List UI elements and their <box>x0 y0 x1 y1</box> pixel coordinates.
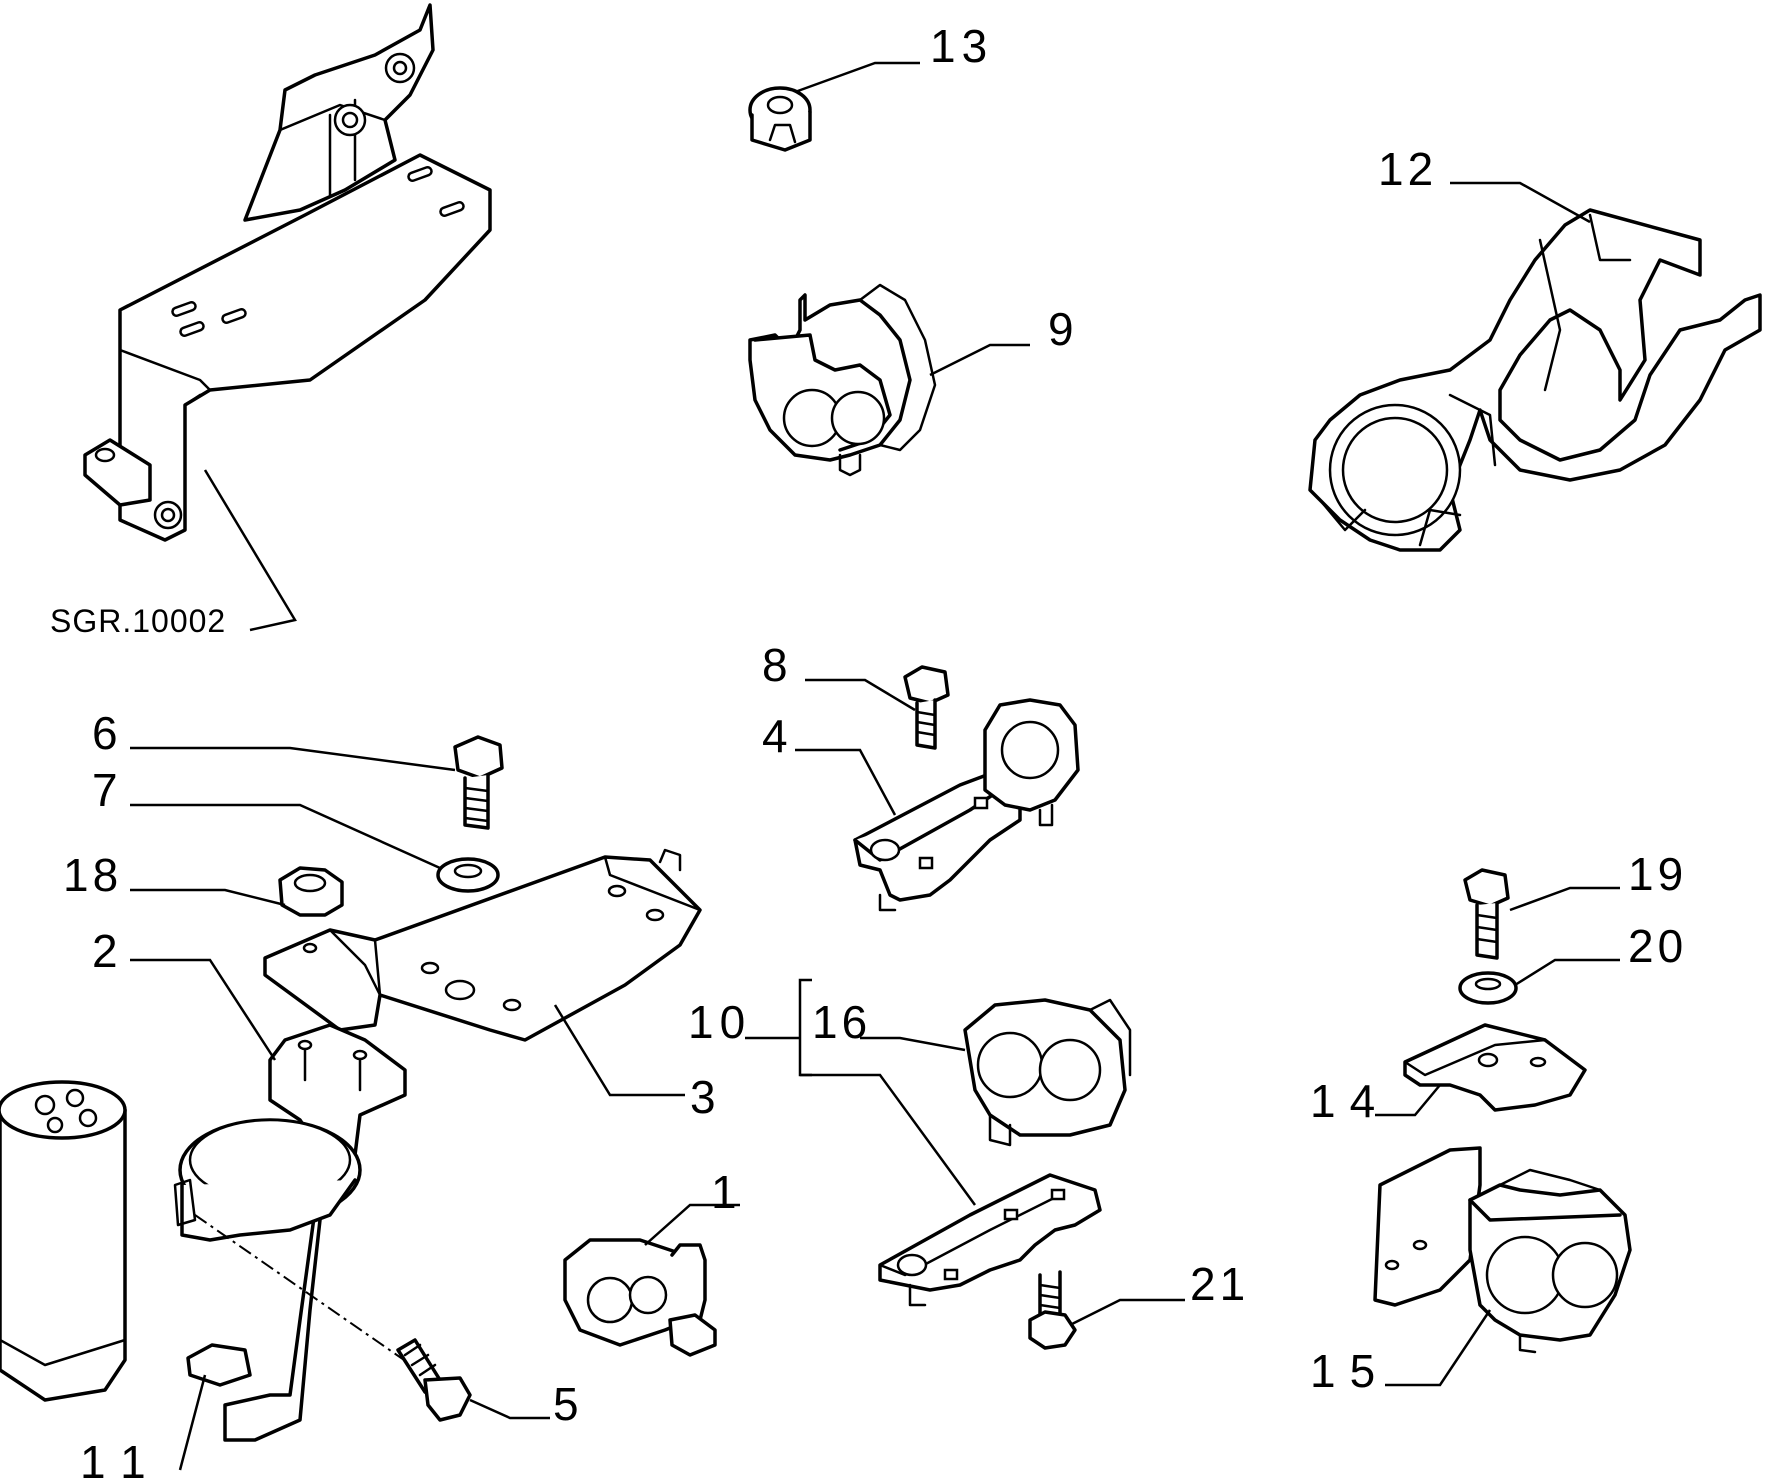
callout-15: 15 <box>1310 1345 1389 1397</box>
part-11-filter <box>0 1080 252 1471</box>
callout-4: 4 <box>762 710 788 762</box>
callout-16: 16 <box>812 996 871 1048</box>
part-1-clip <box>563 1203 740 1357</box>
callout-9: 9 <box>1048 303 1074 355</box>
leader-7 <box>130 803 441 870</box>
part-18-nut <box>278 866 344 917</box>
part-9-double-clip <box>748 283 1030 477</box>
part-12-large-clip <box>1308 181 1762 552</box>
reference-code: SGR.10002 <box>50 603 226 639</box>
part-16-double-clip <box>860 998 1132 1147</box>
part-21-bolt <box>1028 1270 1185 1350</box>
callout-21: 21 <box>1190 1258 1249 1310</box>
callout-14: 14 <box>1310 1075 1389 1127</box>
callout-19: 19 <box>1628 848 1687 900</box>
callout-11: 11 <box>80 1436 164 1480</box>
callout-2: 2 <box>92 925 118 977</box>
callout-5: 5 <box>553 1378 579 1430</box>
leader-6 <box>130 746 456 772</box>
callout-13: 13 <box>930 20 993 72</box>
part-13-grommet <box>748 61 920 152</box>
callout-6: 6 <box>92 707 118 759</box>
callout-8: 8 <box>762 639 788 691</box>
part-3-mounting-plate <box>263 848 702 1097</box>
part-2-filter-bracket <box>130 958 407 1442</box>
callout-1: 1 <box>711 1166 737 1218</box>
callout-20: 20 <box>1628 920 1687 972</box>
leader-18 <box>130 888 286 907</box>
part-14-small-bracket <box>1375 1023 1587 1117</box>
part-8-bolt <box>805 665 950 750</box>
callout-10: 10 <box>688 996 751 1048</box>
callout-3: 3 <box>690 1071 716 1123</box>
part-15-bracket-clip <box>1373 1146 1632 1387</box>
part-4-bracket-clip <box>795 698 1080 912</box>
reference-bracket <box>83 3 492 632</box>
part-5-bolt <box>396 1338 550 1422</box>
axis-line <box>194 1214 431 1379</box>
callout-18: 18 <box>63 849 122 901</box>
callout-7: 7 <box>92 764 118 816</box>
part-6-bolt <box>453 735 504 830</box>
part-7-washer <box>436 857 500 893</box>
part-19-bolt <box>1463 868 1620 960</box>
part-20-washer <box>1458 958 1620 1005</box>
callout-12: 12 <box>1378 143 1437 195</box>
part-10-bracket <box>745 978 1102 1307</box>
